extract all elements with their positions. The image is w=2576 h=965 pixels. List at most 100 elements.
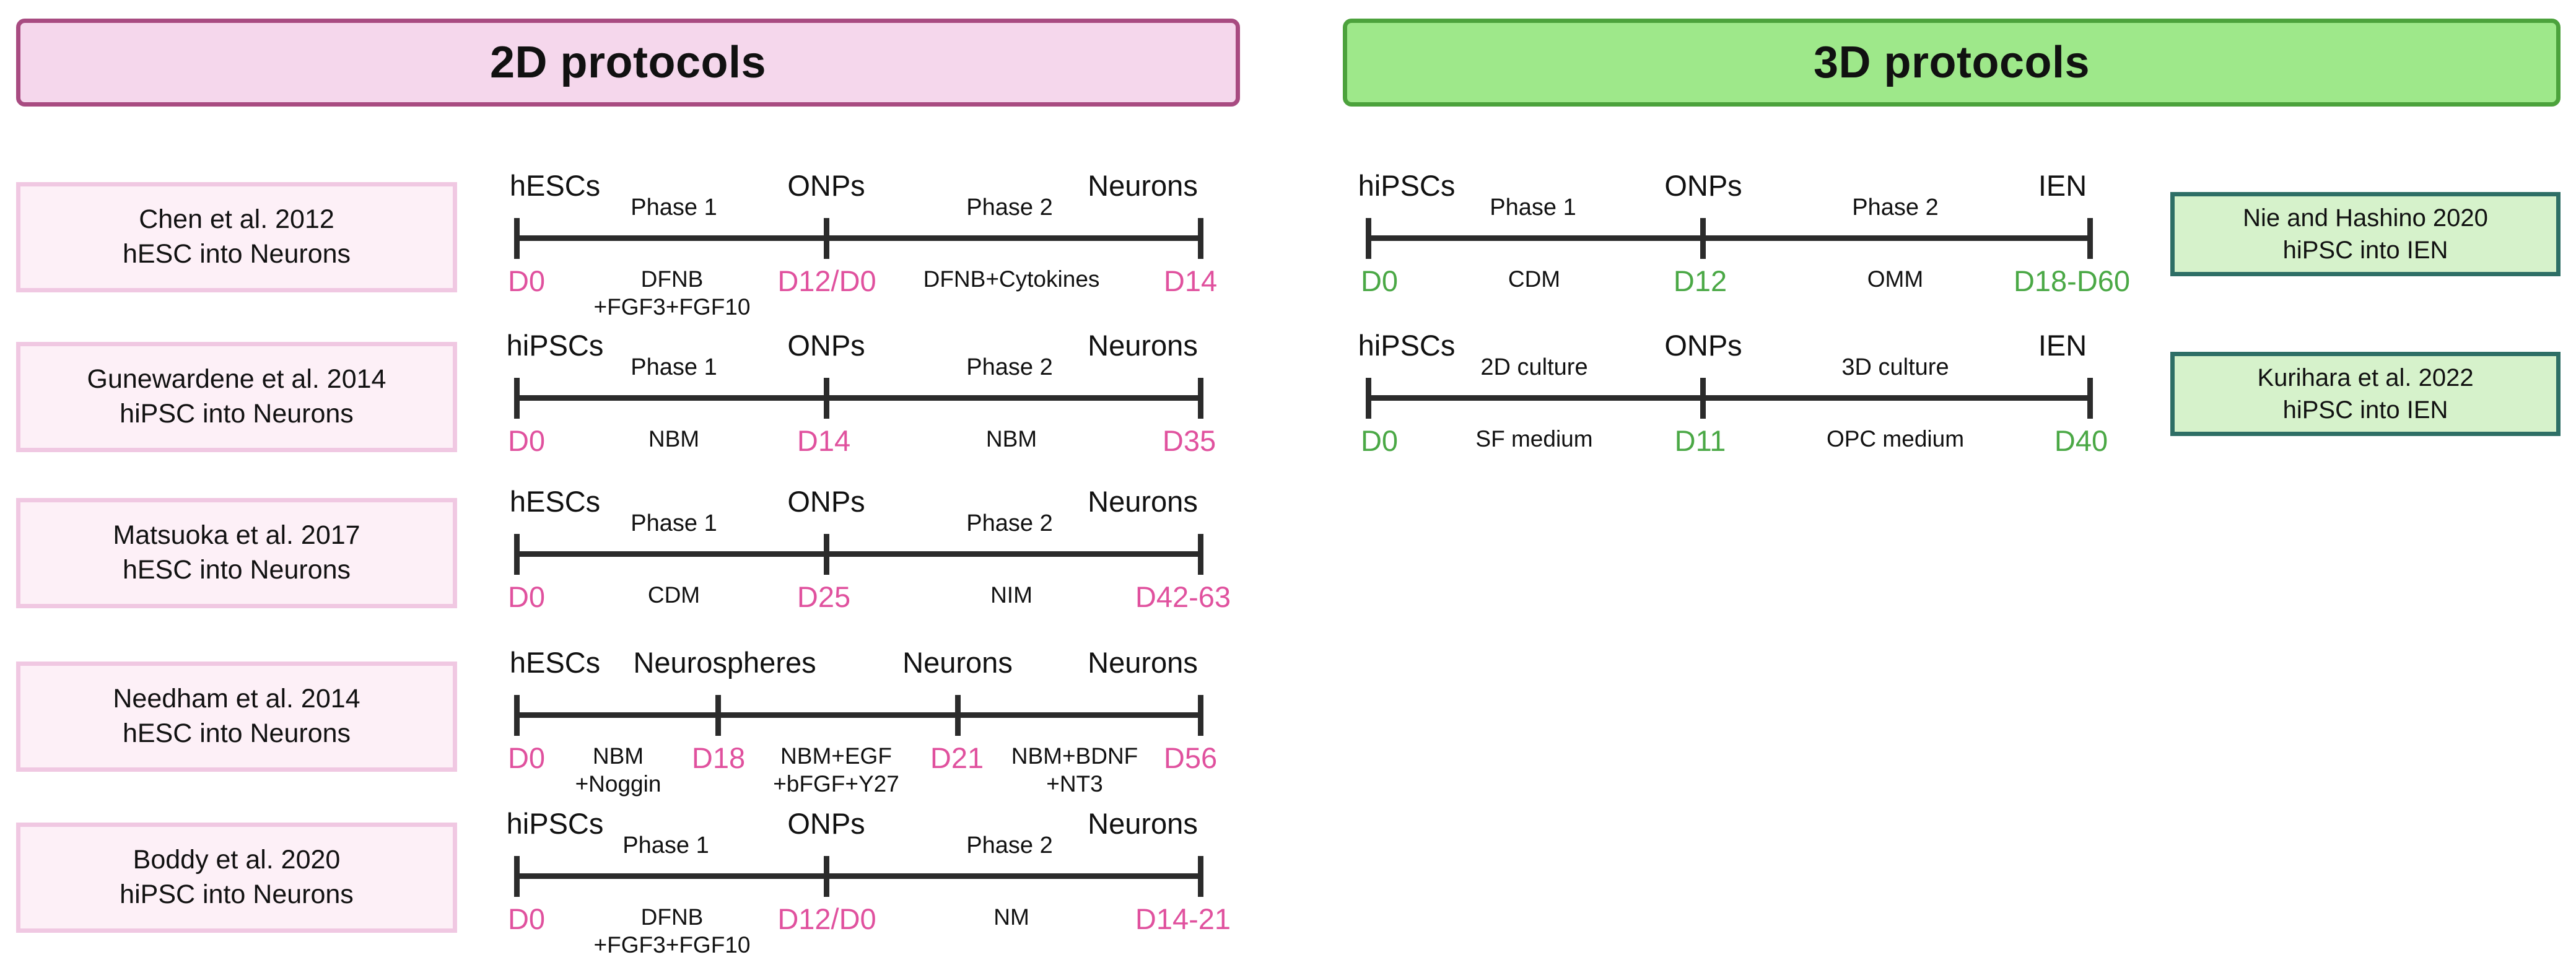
study-label-box-nie-hashino-2020: Nie and Hashino 2020 hiPSC into IEN [2170, 192, 2561, 276]
timeline-tick-end [1198, 856, 1203, 897]
timeline-day-end: D35 [1162, 424, 1216, 457]
timeline-boddy-2020: hiPSCs ONPs Neurons Phase 1 Phase 2 D0 D… [507, 798, 1231, 958]
timeline-day-mid: D25 [797, 580, 851, 613]
timeline-day-start: D0 [507, 264, 546, 297]
timeline-kurihara-2022: hiPSCs ONPs IEN 2D culture 3D culture D0… [1358, 320, 2108, 474]
timeline-node-start: hiPSCs [506, 807, 604, 840]
study-title: Boddy et al. 2020 [133, 845, 341, 875]
study-subtitle: hESC into Neurons [122, 555, 351, 585]
timeline-axis [514, 712, 1203, 718]
timeline-tick-mid-1 [715, 695, 721, 736]
timeline-day-mid: D11 [1674, 424, 1726, 457]
timeline-matsuoka-2017: hESCs ONPs Neurons Phase 1 Phase 2 D0 D2… [508, 476, 1231, 631]
timeline-node-end: Neurons [1088, 329, 1198, 362]
timeline-tick-start [514, 378, 520, 419]
timeline-day-mid: D14 [797, 424, 851, 457]
timeline-medium-1: DFNB +FGF3+FGF10 [593, 266, 751, 320]
study-title: Gunewardene et al. 2014 [87, 364, 386, 395]
timeline-node-mid: ONPs [787, 169, 865, 202]
timeline-tick-start [514, 218, 520, 259]
study-label-box-matsuoka-2017: Matsuoka et al. 2017 hESC into Neurons [16, 498, 457, 608]
timeline-node-end: Neurons [1088, 485, 1198, 518]
timeline-phase-1: Phase 1 [622, 832, 709, 858]
timeline-node-start: hiPSCs [1358, 329, 1456, 362]
timeline-day-start: D0 [507, 902, 546, 935]
timeline-axis [1366, 235, 2093, 241]
timeline-medium-1: SF medium [1475, 426, 1593, 452]
timeline-day-start: D0 [507, 424, 546, 457]
section-header-2d-label: 2D protocols [489, 38, 767, 87]
timeline-medium-1: NBM [648, 426, 700, 452]
timeline-day-end: D14 [1163, 264, 1218, 297]
timeline-chen-2012: hESCs ONPs Neurons Phase 1 Phase 2 D0 D1… [508, 160, 1217, 320]
timeline-axis [514, 395, 1203, 401]
timeline-tick-start [514, 695, 520, 736]
timeline-node-mid: ONPs [1664, 329, 1742, 362]
timeline-medium-1: CDM [1508, 266, 1561, 292]
study-subtitle: hESC into Neurons [122, 239, 351, 269]
timeline-node-mid: ONPs [787, 485, 865, 518]
timeline-tick-start [1366, 378, 1371, 419]
timeline-medium-2: NIM [990, 582, 1033, 608]
timeline-phase-1: Phase 1 [631, 510, 717, 536]
timeline-node-mid: ONPs [1664, 169, 1742, 202]
timeline-node-mid: ONPs [787, 329, 865, 362]
timeline-tick-start [514, 856, 520, 897]
study-subtitle: hiPSC into Neurons [120, 880, 354, 909]
timeline-node-mid-1: Neurospheres [633, 646, 816, 679]
study-subtitle: hESC into Neurons [122, 718, 351, 748]
timeline-needham-2014: hESCs Neurospheres Neurons Neurons D0 D1… [508, 637, 1217, 797]
timeline-axis [514, 551, 1203, 557]
timeline-node-end: Neurons [1088, 807, 1198, 840]
section-header-3d-label: 3D protocols [1813, 38, 2090, 87]
timeline-medium-1: CDM [647, 582, 701, 608]
timeline-day-mid: D12/D0 [777, 264, 876, 297]
timeline-tick-end [2087, 218, 2093, 259]
timeline-node-start: hESCs [509, 485, 601, 518]
timeline-day-mid-2: D21 [930, 741, 984, 774]
timeline-tick-end [1198, 218, 1203, 259]
timeline-day-mid-1: D18 [691, 741, 746, 774]
timeline-nie-hashino-2020: hiPSCs ONPs IEN Phase 1 Phase 2 D0 D12 D… [1358, 160, 2130, 315]
timeline-day-start: D0 [1360, 264, 1399, 297]
timeline-phase-2: Phase 2 [966, 832, 1053, 858]
timeline-medium-2: NM [993, 904, 1029, 930]
timeline-phase-2: 3D culture [1841, 354, 1949, 380]
timeline-day-end: D14-21 [1135, 902, 1231, 935]
study-title: Matsuoka et al. 2017 [113, 520, 360, 551]
timeline-day-start: D0 [507, 580, 546, 613]
timeline-day-end: D42-63 [1135, 580, 1231, 613]
timeline-day-mid: D12/D0 [777, 902, 876, 935]
timeline-node-end: IEN [2038, 329, 2087, 362]
timeline-node-mid: ONPs [787, 807, 865, 840]
timeline-node-end: Neurons [1088, 646, 1198, 679]
timeline-node-mid-2: Neurons [902, 646, 1013, 679]
timeline-tick-mid [824, 218, 829, 259]
timeline-node-start: hESCs [509, 169, 601, 202]
timeline-node-start: hESCs [509, 646, 601, 679]
timeline-phase-1: Phase 1 [631, 194, 717, 221]
timeline-node-end: IEN [2038, 169, 2087, 202]
timeline-tick-end [1198, 378, 1203, 419]
study-title: Nie and Hashino 2020 [2243, 204, 2488, 232]
timeline-tick-mid [824, 856, 829, 897]
study-subtitle: hiPSC into Neurons [120, 399, 354, 429]
section-header-3d-protocols: 3D protocols [1343, 19, 2561, 107]
timeline-medium-1: NBM +Noggin [575, 743, 661, 797]
study-title: Needham et al. 2014 [113, 684, 360, 714]
timeline-tick-end [1198, 534, 1203, 575]
timeline-tick-mid [824, 534, 829, 575]
timeline-medium-2: NBM+EGF +bFGF+Y27 [773, 743, 899, 797]
study-subtitle: hiPSC into IEN [2282, 396, 2448, 424]
study-label-box-gunewardene-2014: Gunewardene et al. 2014 hiPSC into Neuro… [16, 342, 457, 452]
timeline-axis [1366, 395, 2093, 401]
timeline-tick-mid [824, 378, 829, 419]
timeline-axis [514, 873, 1203, 879]
timeline-tick-end [2087, 378, 2093, 419]
timeline-day-end: D18-D60 [2013, 264, 2131, 297]
timeline-phase-2: Phase 2 [966, 510, 1053, 536]
timeline-phase-2: Phase 2 [966, 354, 1053, 380]
timeline-phase-1: 2D culture [1480, 354, 1588, 380]
section-header-2d-protocols: 2D protocols [16, 19, 1240, 107]
timeline-tick-mid-2 [955, 695, 961, 736]
